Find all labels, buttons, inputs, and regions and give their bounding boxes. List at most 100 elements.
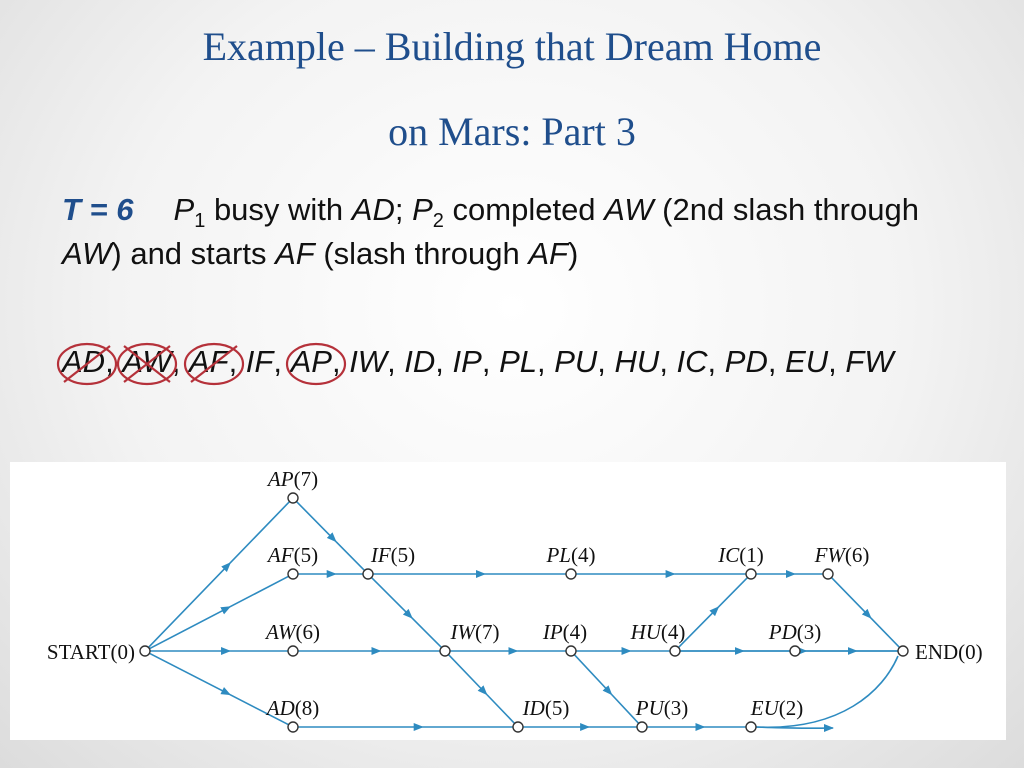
task-name: ID (404, 344, 436, 379)
edge-segment (295, 500, 337, 543)
node-id: ID(5) (512, 696, 569, 733)
edge-segment (411, 617, 443, 649)
semicolon-text: ; (394, 192, 413, 227)
task-item-eu: EU (785, 340, 828, 384)
node-fw: FW(6) (814, 543, 870, 580)
node-circle (439, 645, 451, 657)
node-if: IF(5) (362, 543, 415, 580)
edge-segment (611, 693, 640, 724)
node-label: EU(2) (750, 696, 804, 720)
node-label: IC(1) (717, 543, 764, 567)
node-start: START(0) (47, 640, 151, 664)
task-item-ad: AD (56, 340, 118, 386)
processor-2-subscript: 2 (432, 210, 444, 233)
slide-title-line-1: Example – Building that Dream Home (202, 24, 822, 69)
edge-segment (335, 540, 366, 572)
edge-start-af (149, 575, 289, 650)
node-label: IF(5) (370, 543, 415, 567)
and-starts-text: ) and starts (111, 236, 276, 271)
task-name: EU (785, 344, 829, 379)
task-item-id: ID (404, 340, 435, 384)
task-separator: , (228, 344, 246, 379)
time-label: T = 6 (62, 192, 134, 227)
task-item-ap: AP (285, 340, 346, 386)
edge-segment (149, 652, 232, 696)
node-circle (745, 721, 757, 733)
task-separator: , (597, 344, 615, 379)
node-label: HU(4) (630, 620, 686, 644)
task-item-fw: FW (845, 340, 893, 384)
edge-segment (717, 576, 749, 608)
task-separator: , (331, 344, 350, 379)
edge-ip-pu (573, 654, 640, 724)
busy-with-text: busy with (205, 192, 352, 227)
task-separator: , (659, 344, 677, 379)
task-name: FW (845, 344, 894, 379)
edge-segment (370, 576, 413, 619)
task-item-af: AF (183, 340, 245, 386)
node-label: AD(8) (265, 696, 320, 720)
edge-segment (677, 606, 720, 649)
slide-title-line-2: on Mars: Part 3 (388, 109, 636, 154)
edge-segment (870, 617, 901, 648)
task-item-pl: PL (499, 340, 537, 384)
task-ad-ref: AD (351, 192, 395, 227)
node-label: IP(4) (542, 620, 587, 644)
node-circle (139, 645, 151, 657)
task-separator: , (767, 344, 786, 379)
edge-fw-end (830, 577, 901, 648)
node-circle (287, 721, 299, 733)
task-name: HU (614, 344, 660, 379)
task-af-ref: AF (275, 236, 315, 271)
node-label: FW(6) (814, 543, 870, 567)
task-separator: , (828, 344, 846, 379)
task-name: IF (245, 344, 274, 379)
node-pl: PL(4) (545, 543, 596, 580)
node-circle (565, 645, 577, 657)
node-pd: PD(3) (768, 620, 821, 657)
edge-segment (830, 577, 872, 619)
processor-1-subscript: 1 (194, 210, 206, 233)
node-ic: IC(1) (717, 543, 764, 580)
node-ip: IP(4) (542, 620, 587, 657)
node-label: END(0) (915, 640, 983, 664)
edge-if-iw (370, 576, 443, 649)
edge-segment (573, 654, 613, 696)
processor-1-label: P (173, 192, 195, 227)
edge-segment (486, 693, 516, 724)
node-end: END(0) (897, 640, 983, 664)
task-item-ic: IC (677, 340, 708, 384)
task-name: AF (188, 344, 229, 379)
node-af: AF(5) (266, 543, 318, 580)
task-item-if: IF (246, 340, 274, 384)
node-circle (789, 645, 801, 657)
edge-eu-end (755, 655, 899, 729)
task-separator: , (536, 344, 555, 379)
node-label: START(0) (47, 640, 135, 664)
edge-segment (149, 605, 232, 650)
task-name: AD (62, 344, 106, 379)
task-separator: , (481, 344, 500, 379)
node-circle (745, 568, 757, 580)
edge-segment (229, 501, 291, 564)
task-aw-ref: AW (604, 192, 654, 227)
priority-task-list: AD, AW, AF, IF, AP, IW, ID, IP, PL, PU, … (56, 340, 982, 386)
node-iw: IW(7) (439, 620, 500, 657)
node-circle (512, 721, 524, 733)
task-item-pu: PU (554, 340, 597, 384)
task-item-pd: PD (725, 340, 768, 384)
task-name: IC (676, 344, 708, 379)
precedence-diagram-svg: START(0)AP(7)AF(5)AW(6)AD(8)IF(5)IW(7)PL… (47, 467, 983, 733)
task-item-ip: IP (453, 340, 482, 384)
task-name: IP (452, 344, 482, 379)
edge-iw-id (447, 654, 516, 724)
task-name: PL (499, 344, 537, 379)
task-separator: , (105, 344, 123, 379)
task-separator: , (273, 344, 291, 379)
node-aw: AW(6) (264, 620, 320, 657)
task-name: AW (122, 344, 172, 379)
task-item-hu: HU (615, 340, 660, 384)
task-item-aw: AW (117, 340, 178, 386)
task-separator: , (171, 344, 189, 379)
node-label: AW(6) (264, 620, 320, 644)
